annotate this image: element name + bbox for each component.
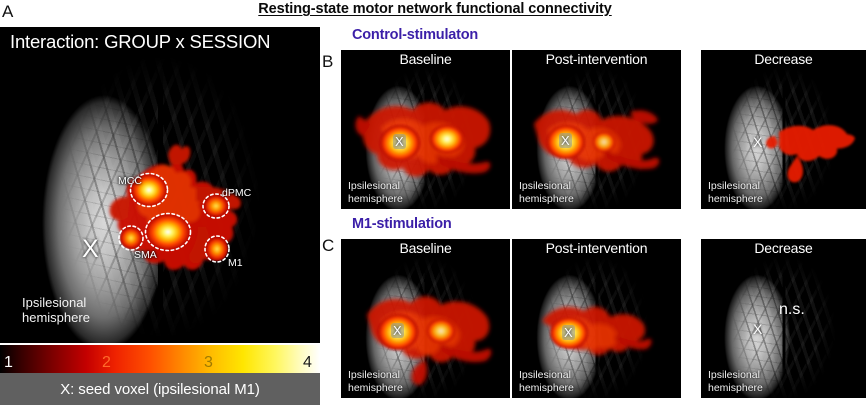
hemisphere-label: Ipsilesional hemisphere [348,180,403,205]
seed-voxel-marker: X [559,133,572,148]
hemisphere-label-line2: hemisphere [22,310,90,325]
hemisphere-label-line1: Ipsilesional [22,295,87,310]
hemisphere-label-line1: Ipsilesional [519,369,571,381]
activation-map-overlay [109,144,241,270]
colorbar-gradient [0,345,320,373]
hemisphere-label: Ipsilesional hemisphere [519,369,574,394]
subpanel-c-decrease: Decrease n.s. X Ipsilesional hemisphere [700,238,867,399]
subpanel-c-post-intervention: Post-intervention X Ipsilesional hemisph… [511,238,682,399]
hemisphere-label: Ipsilesional hemisphere [22,295,90,325]
roi-circle-sma [144,212,192,252]
subpanel-b-baseline: Baseline X Ipsilesional hemisphere [340,49,511,210]
hemisphere-label-line2: hemisphere [708,381,763,394]
region-label-m1: M1 [228,257,243,269]
colorbar-caption: X: seed voxel (ipsilesional M1) [0,373,320,405]
roi-circle-mcc [129,172,169,208]
subpanel-title: Post-intervention [545,240,648,256]
hemisphere-label-line1: Ipsilesional [708,369,760,381]
brain-render [701,239,866,398]
colorbar: 1 2 3 4 [0,345,320,373]
seed-voxel-marker: X [82,235,99,263]
subpanel-title: Post-intervention [545,51,648,67]
group-header-control-stimulation: Control-stimulaton [352,27,479,43]
interhemispheric-fissure [595,261,598,383]
hemisphere-label: Ipsilesional hemisphere [708,369,763,394]
hemisphere-label-line1: Ipsilesional [348,369,400,381]
hemisphere-label-line2: hemisphere [708,192,763,205]
roi-circle-dpmc [202,193,230,219]
subpanel-title: Baseline [399,51,452,67]
region-label-mcc: MCC [118,175,142,187]
hemisphere-label-line1: Ipsilesional [348,180,400,192]
subpanel-title: Baseline [399,240,452,256]
roi-circle-sma-lateral [118,225,144,251]
colorbar-tick-1: 1 [4,354,13,371]
interhemispheric-fissure [595,72,598,194]
seed-voxel-marker: X [753,134,763,150]
seed-voxel-marker: X [393,134,406,149]
region-label-dpmc: dPMC [222,187,252,199]
panel-a-interaction-brain: Interaction: GROUP x SESSION X MCC dPMC … [0,27,320,343]
colorbar-tick-3: 3 [204,354,213,371]
seed-voxel-marker: X [753,321,763,337]
hemisphere-label-line2: hemisphere [348,192,403,205]
figure-title: Resting-state motor network functional c… [258,1,612,17]
colorbar-tick-4: 4 [303,354,312,371]
subpanel-title: Decrease [754,51,813,67]
colorbar-tick-2: 2 [102,354,111,371]
interhemispheric-fissure [424,72,427,194]
region-label-sma: SMA [134,249,157,261]
interhemispheric-fissure [424,261,427,383]
hemisphere-label-line2: hemisphere [348,381,403,394]
hemisphere-label-line2: hemisphere [519,381,574,394]
significance-label-ns: n.s. [779,301,805,318]
hemisphere-label-line1: Ipsilesional [519,180,571,192]
hemisphere-label: Ipsilesional hemisphere [708,180,763,205]
seed-voxel-marker: X [562,325,575,340]
group-header-m1-stimulation: M1-stimulation [352,216,452,232]
panel-label-b: B [322,52,334,71]
hemisphere-label-line1: Ipsilesional [708,180,760,192]
panel-a-title: Interaction: GROUP x SESSION [10,31,271,52]
hemisphere-label-line2: hemisphere [519,192,574,205]
panel-label-c: C [322,236,335,255]
seed-voxel-marker: X [391,323,404,338]
panel-label-a: A [2,2,14,21]
roi-circle-m1 [204,235,230,263]
interhemispheric-fissure [782,72,785,194]
subpanel-b-decrease: Decrease X Ipsilesional hemisphere [700,49,867,210]
subpanel-b-post-intervention: Post-intervention X Ipsilesional hemisph… [511,49,682,210]
interhemispheric-fissure [782,261,785,383]
subpanel-c-baseline: Baseline X Ipsilesional hemisphere [340,238,511,399]
hemisphere-label: Ipsilesional hemisphere [519,180,574,205]
subpanel-title: Decrease [754,240,813,256]
hemisphere-label: Ipsilesional hemisphere [348,369,403,394]
